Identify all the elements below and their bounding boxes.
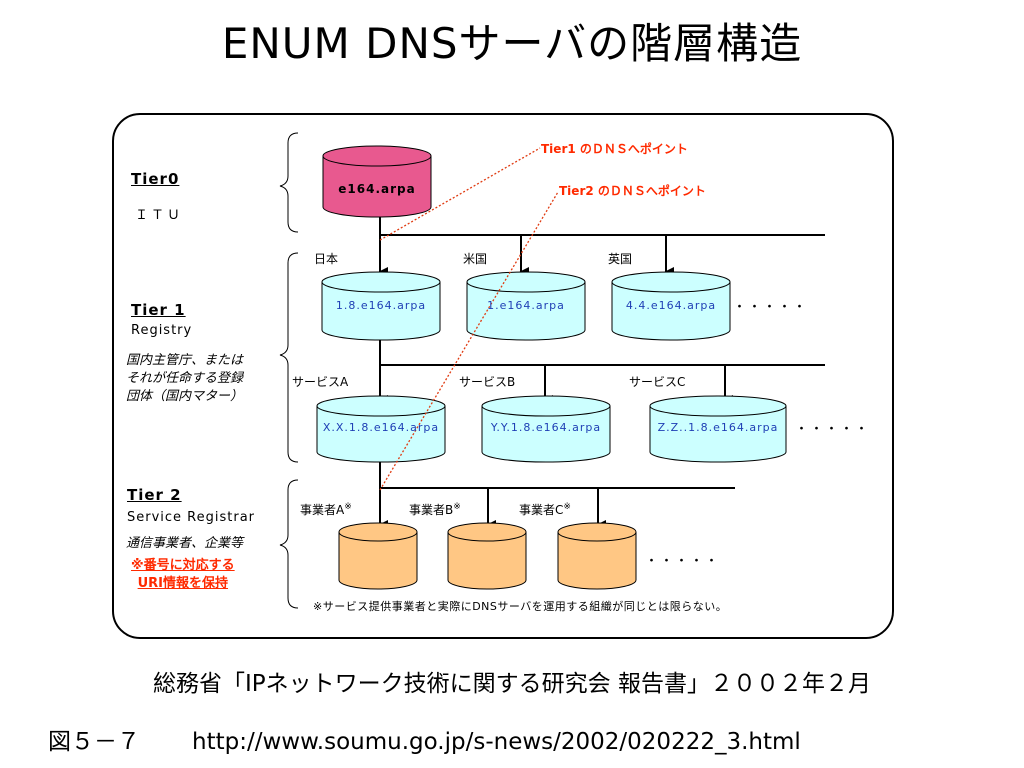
service-db-c-label: Z.Z..1.8.e164.arpa (657, 421, 779, 434)
service-label-a: サービスA (292, 375, 349, 389)
tier0-label: Tier0 (131, 170, 180, 188)
figure-reference: 図５－７ http://www.soumu.go.jp/s-news/2002/0… (48, 722, 801, 756)
tier2-label: Tier 2 (127, 486, 182, 504)
service-db-b (481, 395, 611, 463)
service-label-c: サービスC (629, 375, 686, 389)
diagram-footnote: ※サービス提供事業者と実際にDNSサーバを運用する組織が同じとは限らない。 (313, 600, 728, 613)
tier2-note: 通信事業者、企業等 (126, 536, 244, 551)
tier2-brace (279, 479, 299, 609)
country-db-uk (611, 271, 731, 341)
tier2-pointer-line (379, 191, 559, 491)
root-db (322, 145, 432, 218)
tier1-label: Tier 1 (131, 301, 186, 319)
service-db-c (649, 395, 787, 463)
operator-label-a: 事業者A※ (300, 502, 352, 517)
service-db-b-label: Y.Y.1.8.e164.arpa (490, 421, 602, 434)
tier1-pointer-line (379, 147, 541, 241)
country-db-jp-label: 1.8.e164.arpa (335, 299, 427, 312)
service-db-a-label: X.X.1.8.e164.arpa (322, 421, 440, 434)
operator-label-c: 事業者C※ (519, 502, 571, 517)
operator-db-c (557, 522, 637, 590)
country-label-us: 米国 (463, 252, 488, 266)
root-db-label: e164.arpa (338, 182, 416, 196)
country-label-uk: 英国 (608, 252, 633, 266)
country-db-uk-label: 4.4.e164.arpa (625, 299, 717, 312)
figure-number: 図５－７ (48, 729, 140, 755)
tier1-note: 国内主管庁、または それが任命する登録 団体（国内マター） (126, 353, 244, 404)
service-db-a (316, 395, 446, 463)
tier1-callout: Tier1 のＤＮＳへポイント (541, 142, 688, 156)
country-db-us (466, 271, 586, 341)
source-url[interactable]: http://www.soumu.go.jp/s-news/2002/02022… (192, 729, 801, 755)
operator-more: ・・・・・ (645, 554, 721, 569)
diagram-panel (112, 113, 894, 639)
tier0-brace (279, 132, 299, 233)
service-label-b: サービスB (459, 375, 516, 389)
country-db-us-label: 1.e164.arpa (487, 299, 565, 312)
tier2-highlight: ※番号に対応する URI情報を保持 (131, 558, 235, 591)
tier1-brace (279, 252, 299, 463)
country-more: ・・・・・ (733, 300, 809, 315)
tier0-sub: ＩＴＵ (135, 208, 184, 223)
operator-db-a (338, 522, 418, 590)
operator-db-b (447, 522, 527, 590)
tier2-sub: Service Registrar (127, 510, 256, 525)
service-more: ・・・・・ (795, 422, 871, 437)
source-citation: 総務省「IPネットワーク技術に関する研究会 報告書」２００２年２月 (153, 671, 871, 697)
operator-label-b: 事業者B※ (409, 502, 461, 517)
tier1-sub: Registry (131, 323, 193, 338)
slide-title: ENUM DNSサーバの階層構造 (221, 19, 803, 68)
tier2-callout: Tier2 のＤＮＳへポイント (559, 184, 706, 198)
country-db-jp (321, 271, 441, 341)
country-label-jp: 日本 (314, 252, 339, 266)
